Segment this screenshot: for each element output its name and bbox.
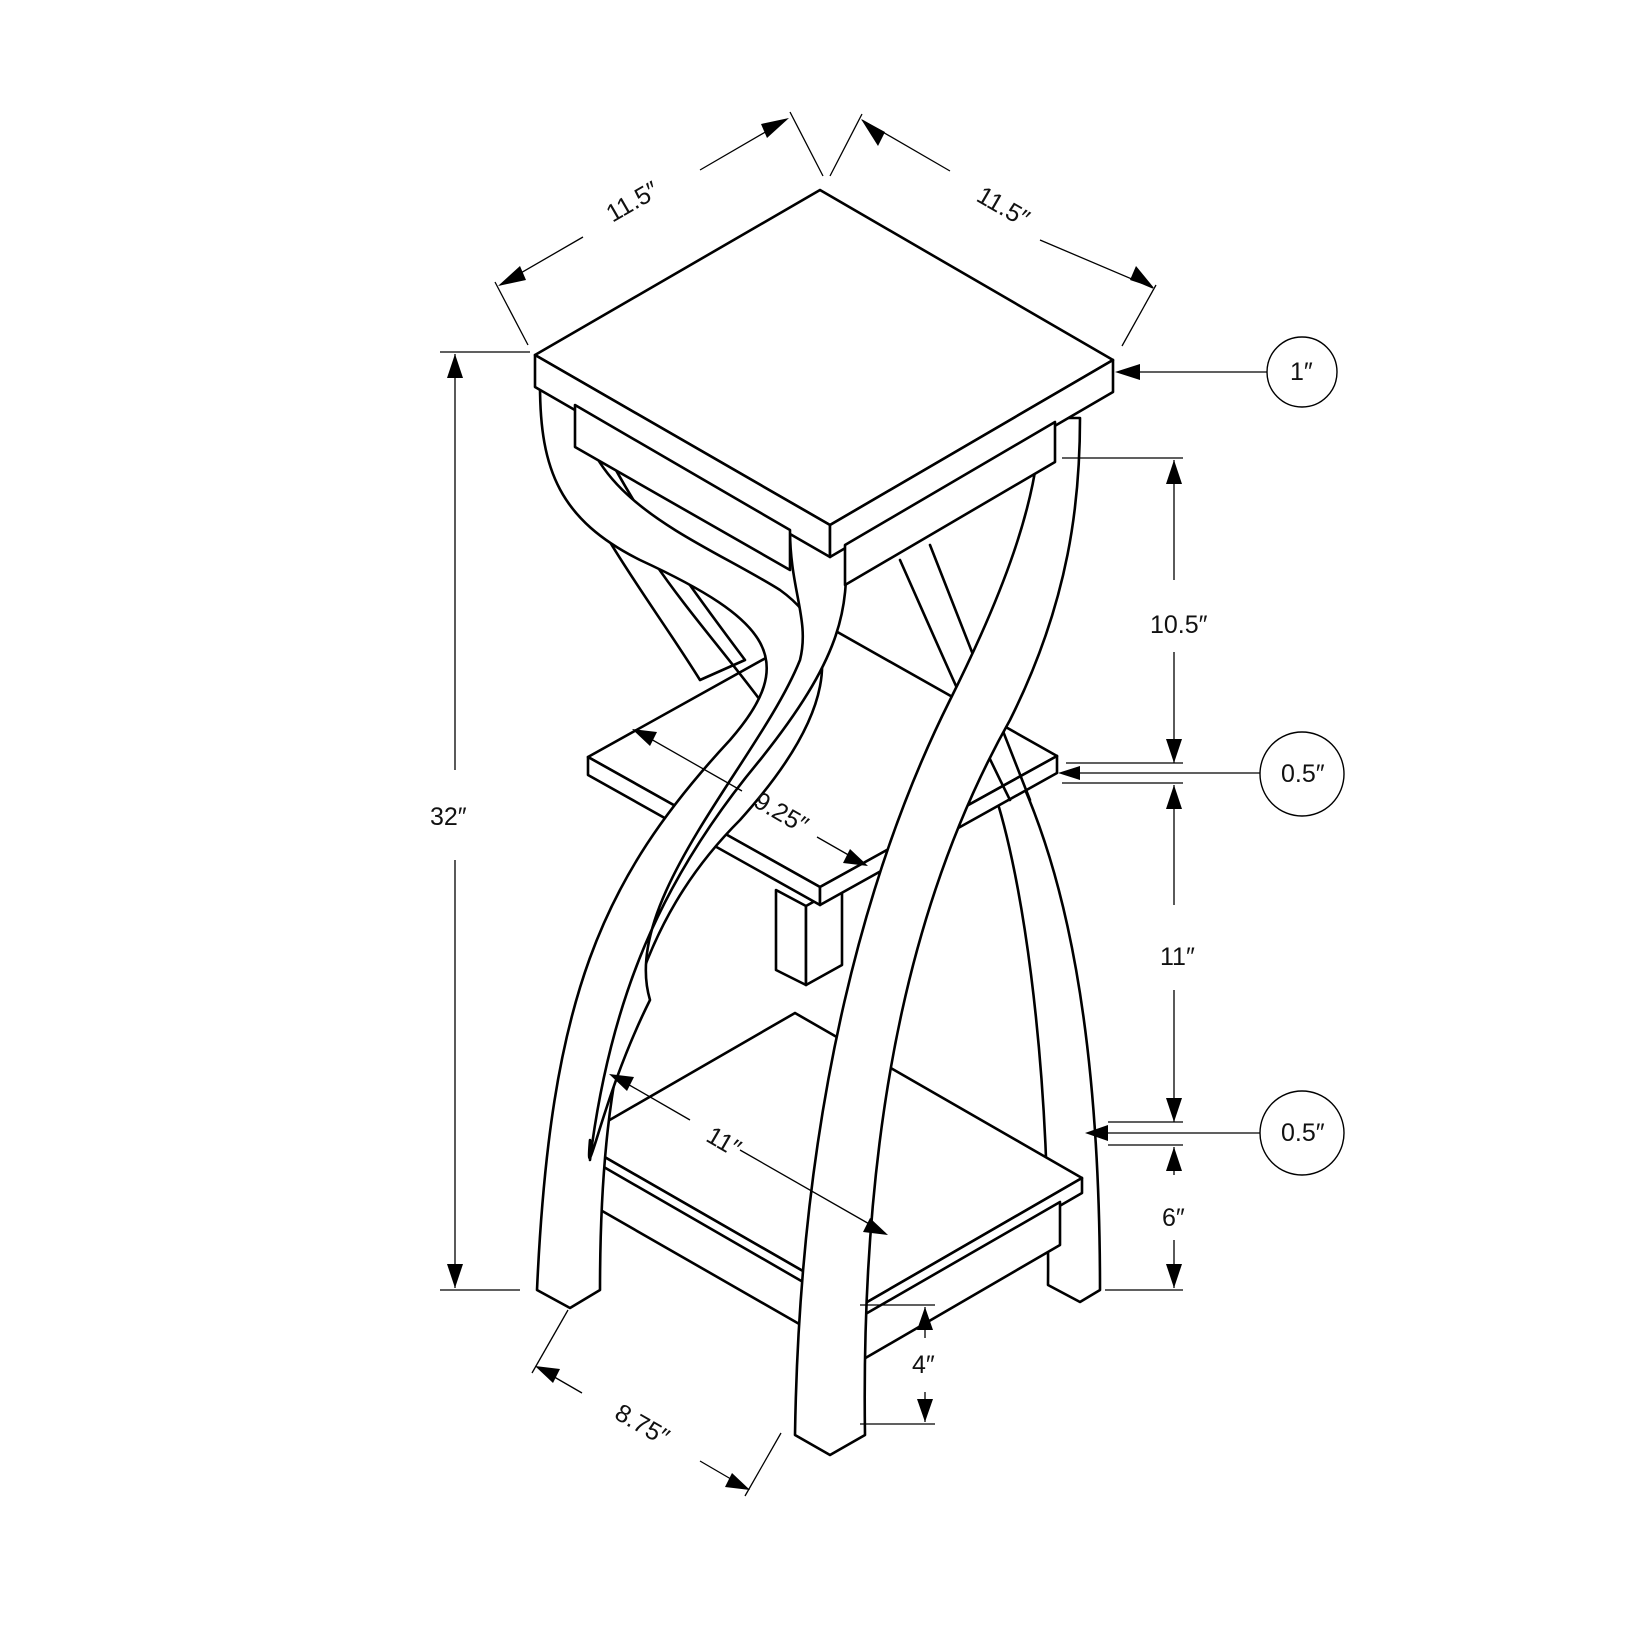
dim-bottom-shelf-depth (609, 1074, 888, 1235)
middle-shelf-support (774, 884, 844, 987)
label-bottom-to-floor: 6″ (1162, 1204, 1185, 1232)
dim-middle-shelf-thickness (1058, 731, 1345, 817)
dim-apron-to-floor (860, 1304, 935, 1425)
dim-top-to-middle (1062, 457, 1183, 764)
label-middle-shelf-thickness: 0.5″ (1281, 760, 1325, 788)
dim-top-right (829, 113, 1157, 347)
label-middle-to-bottom: 11″ (1160, 943, 1195, 971)
label-bottom-shelf-thickness: 0.5″ (1281, 1119, 1325, 1147)
label-top-to-middle: 10.5″ (1150, 611, 1208, 639)
dim-top-thickness (1115, 336, 1338, 408)
dim-middle-shelf-depth (632, 729, 868, 866)
label-overall-height: 32″ (430, 803, 467, 831)
label-top-thickness: 1″ (1290, 358, 1313, 386)
table-top (533, 188, 1115, 587)
dim-overall-height (440, 351, 530, 1291)
label-apron-to-floor: 4″ (912, 1351, 935, 1379)
dim-top-left (494, 111, 824, 346)
front-center-leg (587, 416, 1082, 1457)
dim-middle-to-bottom (1108, 785, 1183, 1123)
dim-bottom-shelf-thickness (1085, 1090, 1345, 1176)
dim-bottom-to-floor (1105, 1147, 1183, 1291)
dim-base-footprint (531, 1309, 782, 1497)
